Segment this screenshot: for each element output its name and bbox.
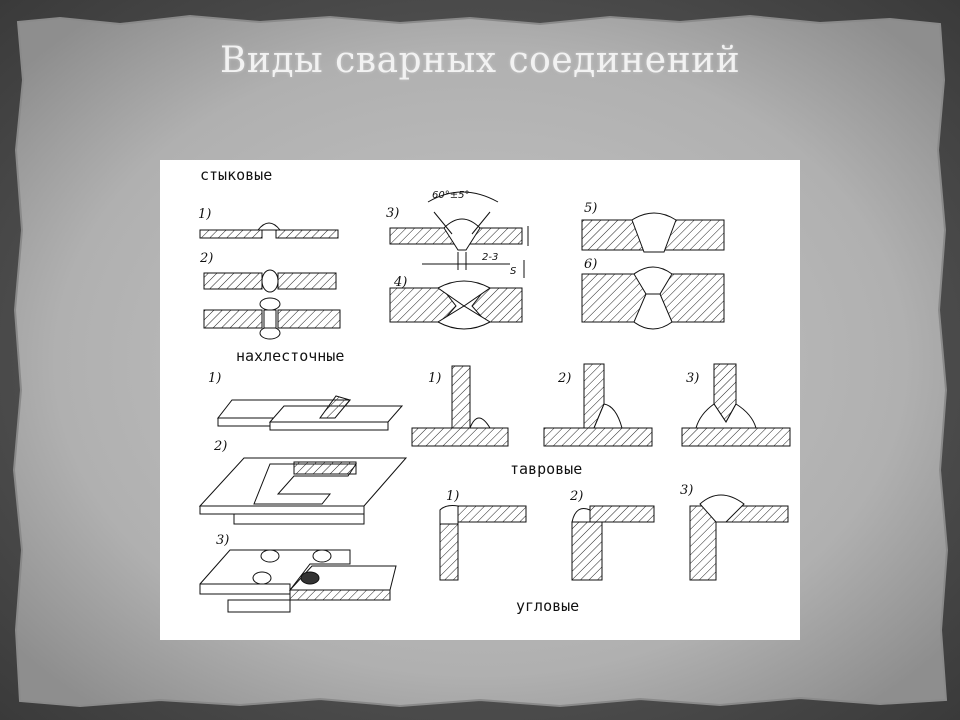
thickness-dimension: S xyxy=(510,266,517,277)
butt-joint-2b xyxy=(203,297,341,340)
butt-joint-1: 1) xyxy=(198,207,339,239)
corner-joint-2: 2) xyxy=(569,489,655,581)
weld-joints-figure: стыковые нахлесточные тавровые угловые 1… xyxy=(160,160,800,640)
tee-joint-3: 3) xyxy=(681,363,791,447)
lap-number-2: 2) xyxy=(213,439,227,454)
butt-number-6: 6) xyxy=(584,257,597,272)
butt-number-3: 3) xyxy=(386,206,399,221)
group-label-lap: нахлесточные xyxy=(236,347,344,365)
butt-number-4: 4) xyxy=(393,275,407,290)
tee-number-2: 2) xyxy=(557,371,571,386)
tee-number-1: 1) xyxy=(428,371,441,386)
tee-joint-2: 2) xyxy=(543,363,653,447)
lap-number-1: 1) xyxy=(208,371,221,386)
butt-number-2: 2) xyxy=(199,251,213,266)
tee-number-3: 3) xyxy=(686,371,699,386)
corner-number-1: 1) xyxy=(446,489,459,504)
group-label-tee: тавровые xyxy=(510,460,582,478)
butt-joint-4: 4) xyxy=(389,275,523,330)
lap-joint-2: 2) xyxy=(198,439,408,525)
butt-joint-2: 2) xyxy=(199,251,337,293)
butt-joint-5: 5) xyxy=(581,201,725,253)
butt-joint-3: 3) 60°±5° 2-3 S xyxy=(386,190,529,278)
lap-joint-1: 1) xyxy=(208,371,404,431)
slide-title: Виды сварных соединений xyxy=(219,40,741,81)
tee-joint-1: 1) xyxy=(411,365,509,447)
butt-joint-6: 6) xyxy=(581,257,725,330)
weld-joints-diagram: стыковые нахлесточные тавровые угловые 1… xyxy=(198,166,791,615)
gap-dimension: 2-3 xyxy=(482,252,498,263)
lap-joint-3: 3) xyxy=(199,533,397,613)
group-label-corner: угловые xyxy=(516,597,579,615)
butt-number-1: 1) xyxy=(198,207,211,222)
angle-dimension: 60°±5° xyxy=(432,190,469,201)
corner-joint-1: 1) xyxy=(439,489,527,581)
group-label-butt: стыковые xyxy=(200,166,272,184)
butt-number-5: 5) xyxy=(584,201,597,216)
corner-number-2: 2) xyxy=(569,489,583,504)
lap-number-3: 3) xyxy=(216,533,229,548)
corner-joint-3: 3) xyxy=(680,483,789,581)
corner-number-3: 3) xyxy=(680,483,693,498)
